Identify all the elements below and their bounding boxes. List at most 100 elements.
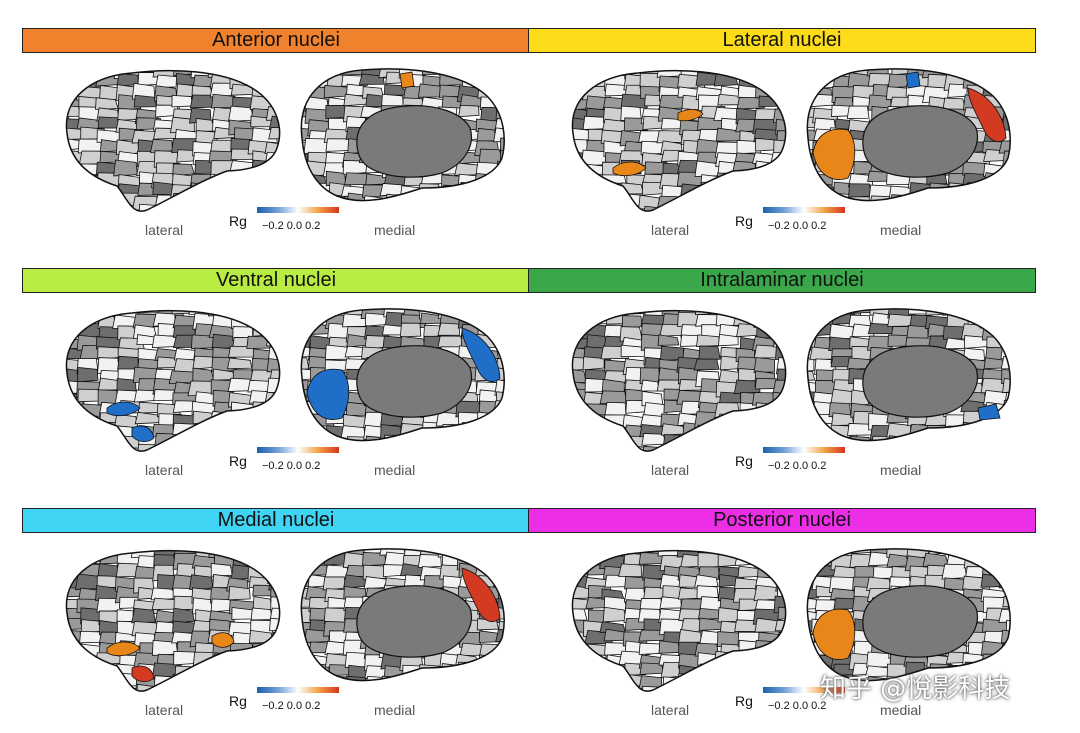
cortical-parcel bbox=[773, 73, 800, 86]
cortical-parcel bbox=[493, 548, 505, 555]
cortical-parcel bbox=[76, 447, 103, 452]
cortical-parcel bbox=[694, 574, 719, 588]
cortical-parcel bbox=[247, 413, 273, 426]
cortical-parcel bbox=[477, 73, 505, 88]
cortical-parcel bbox=[230, 181, 255, 195]
cortical-parcel bbox=[776, 310, 786, 317]
cortical-parcel bbox=[1021, 358, 1036, 372]
cortical-parcel bbox=[699, 186, 720, 200]
cortical-parcel bbox=[61, 63, 87, 78]
cortical-parcel bbox=[253, 555, 278, 567]
cortical-parcel bbox=[777, 652, 786, 668]
cortical-parcel bbox=[304, 548, 334, 558]
cortical-parcel bbox=[807, 423, 816, 437]
cortical-parcel bbox=[42, 655, 69, 670]
cortical-parcel bbox=[985, 74, 1007, 86]
cortical-parcel bbox=[965, 196, 988, 209]
cortical-parcel bbox=[680, 183, 710, 198]
cortical-parcel bbox=[999, 326, 1011, 343]
cortical-parcel bbox=[498, 446, 519, 461]
lateral-view-label: lateral bbox=[651, 462, 690, 478]
cortical-parcel bbox=[44, 640, 71, 655]
hemisphere-outline bbox=[571, 309, 787, 452]
cortical-parcel bbox=[344, 685, 368, 697]
cortical-parcel bbox=[966, 194, 990, 201]
cortical-parcel bbox=[421, 193, 445, 201]
cortical-parcel bbox=[809, 183, 835, 198]
cortical-parcel bbox=[807, 664, 817, 681]
cortical-parcel bbox=[291, 665, 313, 681]
cortical-parcel bbox=[1023, 140, 1036, 152]
cortical-parcel bbox=[1023, 415, 1036, 429]
cortical-parcel bbox=[549, 434, 575, 448]
cortical-parcel bbox=[1019, 444, 1036, 459]
cortical-parcel bbox=[545, 401, 565, 416]
cortical-parcel bbox=[1003, 565, 1030, 578]
cortical-parcel bbox=[400, 675, 428, 681]
cortical-parcel bbox=[1024, 65, 1036, 79]
cortical-parcel bbox=[572, 610, 574, 622]
cortical-parcel bbox=[460, 421, 487, 438]
cortical-parcel bbox=[965, 433, 994, 441]
cortical-parcel bbox=[476, 192, 497, 201]
cortical-parcel bbox=[569, 411, 589, 426]
cortical-parcel bbox=[438, 68, 463, 76]
cortical-parcel bbox=[496, 336, 505, 351]
cortical-parcel bbox=[192, 204, 212, 212]
cortical-parcel bbox=[572, 676, 575, 691]
cortical-parcel bbox=[37, 204, 63, 219]
cortical-parcel bbox=[831, 302, 850, 314]
cortical-parcel bbox=[1000, 554, 1011, 569]
cortical-parcel bbox=[1024, 555, 1036, 568]
cortical-parcel bbox=[572, 127, 592, 142]
cortical-parcel bbox=[1023, 369, 1036, 381]
cortical-parcel bbox=[268, 160, 292, 174]
cortical-parcel bbox=[777, 93, 786, 111]
cortical-parcel bbox=[1004, 174, 1025, 188]
cortical-parcel bbox=[812, 68, 840, 75]
cortical-parcel bbox=[544, 379, 570, 393]
cortical-parcel bbox=[1025, 564, 1036, 580]
cortical-parcel bbox=[1022, 162, 1036, 176]
cortical-parcel bbox=[1024, 370, 1036, 383]
cortical-parcel bbox=[210, 674, 235, 691]
colorbar bbox=[763, 447, 845, 453]
cortical-parcel bbox=[176, 204, 199, 212]
colorbar-ticks: −0.2 0.0 0.2 bbox=[768, 700, 827, 712]
cortical-parcel bbox=[905, 206, 928, 222]
cortical-parcel bbox=[79, 186, 104, 200]
cortical-parcel bbox=[944, 205, 972, 221]
cortical-parcel bbox=[545, 674, 568, 689]
cortical-parcel bbox=[382, 444, 402, 457]
cortical-parcel bbox=[1001, 304, 1023, 321]
cortical-parcel bbox=[545, 138, 569, 153]
cortical-parcel bbox=[572, 203, 592, 212]
cortical-parcel bbox=[457, 435, 480, 441]
cortical-parcel bbox=[171, 94, 193, 108]
cortical-parcel bbox=[499, 566, 505, 580]
cortical-parcel bbox=[1002, 337, 1011, 351]
cortical-parcel bbox=[495, 675, 522, 690]
cortical-parcel bbox=[773, 65, 798, 80]
cortical-parcel bbox=[98, 62, 119, 75]
cortical-parcel bbox=[638, 642, 662, 655]
cortical-parcel bbox=[301, 673, 316, 681]
cortical-parcel bbox=[252, 74, 277, 87]
cortical-parcel bbox=[56, 655, 82, 666]
cortical-parcel bbox=[792, 302, 814, 317]
cortical-parcel bbox=[440, 206, 464, 220]
cortical-parcel bbox=[738, 674, 764, 687]
cortical-parcel bbox=[717, 435, 741, 452]
cortical-parcel bbox=[548, 435, 571, 447]
cortical-parcel bbox=[1000, 87, 1024, 102]
cortical-parcel bbox=[583, 673, 609, 689]
cortical-parcel bbox=[751, 303, 776, 314]
cortical-parcel bbox=[194, 425, 217, 437]
cortical-parcel bbox=[545, 357, 570, 369]
cortical-parcel bbox=[794, 543, 819, 557]
cortical-parcel bbox=[211, 435, 234, 450]
cortical-parcel bbox=[496, 325, 505, 338]
cortical-parcel bbox=[270, 64, 297, 76]
cortical-parcel bbox=[1020, 621, 1036, 636]
cortical-parcel bbox=[1002, 447, 1027, 460]
